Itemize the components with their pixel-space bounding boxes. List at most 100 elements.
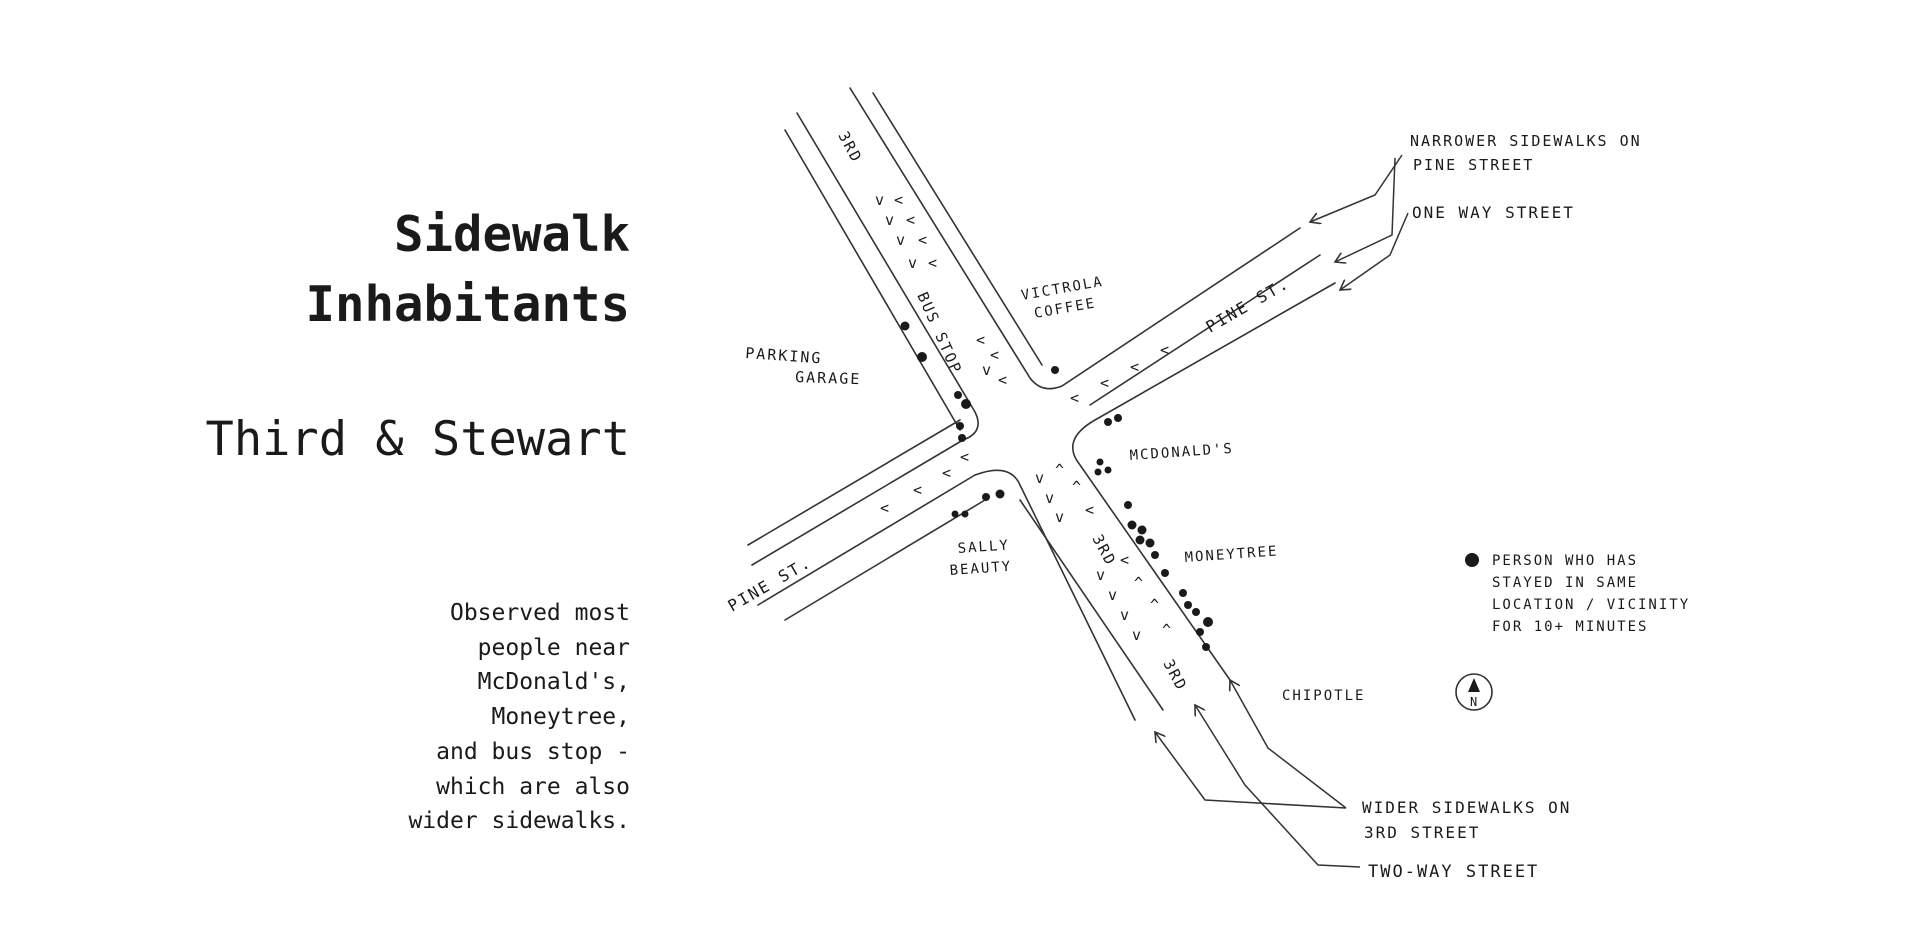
svg-text:<: < [880, 499, 891, 517]
person-dot [951, 510, 959, 518]
parking-garage-label-line: PARKING [745, 344, 823, 367]
third-street-callout: WIDER SIDEWALKS ON 3RD STREET TWO-WAY ST… [1155, 680, 1571, 882]
svg-text:^: ^ [1134, 574, 1145, 592]
description-line: which are also [436, 773, 630, 800]
svg-text:<: < [1100, 374, 1111, 392]
person-dot [1161, 569, 1169, 577]
wider-sidewalks-note-line: 3RD STREET [1364, 823, 1480, 842]
person-dot [961, 510, 969, 518]
victrola-coffee-label: VICTROLA COFFEE [1020, 274, 1105, 322]
svg-text:v: v [1120, 606, 1131, 624]
svg-text:^: ^ [1150, 596, 1161, 614]
person-dot [956, 422, 964, 430]
svg-text:v: v [1096, 566, 1107, 584]
page-title-line-2: Inhabitants [305, 276, 630, 333]
legend-label: PERSON WHO HAS STAYED IN SAME LOCATION /… [1492, 553, 1701, 635]
narrower-sidewalks-note: NARROWER SIDEWALKS ON PINE STREET [1410, 132, 1653, 174]
third-st-ne-outer-curb [872, 92, 1043, 366]
person-dot [1137, 525, 1147, 535]
parking-garage-label: PARKING GARAGE [745, 344, 862, 388]
pine-st-sw-lower-curb [757, 469, 1136, 721]
svg-text:^: ^ [1055, 461, 1066, 479]
person-dot [1124, 501, 1132, 509]
person-dot [1135, 535, 1145, 545]
svg-text:<: < [918, 231, 929, 249]
description-line: and bus stop - [436, 738, 630, 765]
sally-beauty-label: SALLY BEAUTY [949, 537, 1013, 579]
wider-sidewalks-arrow-left [1155, 732, 1347, 809]
svg-text:<: < [960, 448, 971, 466]
page-title: Sidewalk Inhabitants [70, 200, 630, 340]
third-st-label-north: 3RD [834, 128, 865, 166]
person-dot [1104, 466, 1112, 474]
person-dot [1104, 418, 1112, 426]
svg-text:<: < [913, 481, 924, 499]
svg-text:v: v [1108, 586, 1119, 604]
mcdonalds-label: MCDONALD'S [1129, 441, 1234, 464]
third-st-ne-inner-curb [849, 87, 1301, 390]
svg-text:<: < [1130, 358, 1141, 376]
lane-chevrons: v< v< v< v< << v< << << << << v^ v^ v< v… [875, 191, 1171, 644]
north-arrow-label: N [1470, 695, 1479, 709]
person-dot [1051, 366, 1059, 374]
pine-street-callout: NARROWER SIDEWALKS ON PINE STREET ONE WA… [1310, 132, 1653, 290]
description-line: Moneytree, [491, 704, 630, 731]
page-subtitle: Third & Stewart [205, 412, 630, 467]
svg-text:v: v [1045, 489, 1056, 507]
description-line: Observed most [449, 600, 630, 626]
sally-beauty-label-line: BEAUTY [949, 559, 1013, 579]
third-st-se-curb [1019, 499, 1164, 711]
svg-text:v: v [908, 254, 919, 272]
svg-text:<: < [1120, 551, 1131, 569]
person-dot [1114, 414, 1122, 422]
observed-people [900, 321, 1213, 651]
chipotle-label: CHIPOTLE [1282, 688, 1365, 704]
intersection-map: v< v< v< v< << v< << << << << v^ v^ v< v… [700, 60, 1800, 920]
person-dot [917, 352, 927, 362]
person-dot [1192, 608, 1200, 616]
pine-st-sw-outer-curb [784, 499, 986, 621]
person-dot [995, 489, 1005, 499]
person-dot [982, 493, 990, 501]
svg-text:<: < [1160, 341, 1171, 359]
description-line: wider sidewalks. [408, 808, 630, 835]
person-dot [900, 321, 910, 331]
pine-st-ne-lower-curb [1071, 282, 1336, 681]
svg-text:<: < [1070, 389, 1081, 407]
person-dot [1151, 551, 1159, 559]
svg-text:v: v [885, 211, 896, 229]
legend-label-line: PERSON WHO HAS [1492, 553, 1638, 569]
person-dot [1096, 458, 1104, 466]
svg-text:^: ^ [1072, 478, 1083, 496]
svg-text:v: v [1132, 626, 1143, 644]
narrower-sidewalks-note-line: NARROWER SIDEWALKS ON [1410, 132, 1642, 150]
svg-text:v: v [1055, 508, 1066, 526]
svg-text:v: v [875, 191, 886, 209]
person-dot [958, 434, 966, 442]
two-way-arrow [1195, 705, 1361, 868]
narrower-sidewalks-arrow [1310, 154, 1403, 222]
third-st-nw-outer-curb [784, 129, 961, 431]
one-way-arrow-lower [1340, 212, 1409, 290]
svg-text:<: < [894, 191, 905, 209]
person-dot [1184, 601, 1192, 609]
svg-text:<: < [942, 464, 953, 482]
svg-text:<: < [906, 211, 917, 229]
narrower-sidewalks-note-line: PINE STREET [1413, 156, 1534, 174]
description-line: McDonald's, [477, 669, 630, 696]
pine-st-ne-middle-curb [1089, 254, 1321, 406]
wider-sidewalks-note-line: WIDER SIDEWALKS ON [1362, 798, 1571, 817]
person-dot [1145, 538, 1155, 548]
pine-st-label-west: PINE ST. [725, 552, 815, 615]
one-way-street-note: ONE WAY STREET [1412, 203, 1575, 222]
intersection-map-svg: v< v< v< v< << v< << << << << v^ v^ v< v… [725, 87, 1701, 882]
legend-label-line: LOCATION / VICINITY [1492, 597, 1690, 613]
map-legend: PERSON WHO HAS STAYED IN SAME LOCATION /… [1465, 553, 1701, 635]
svg-text:v: v [982, 361, 993, 379]
third-st-label-center: 3RD [1088, 531, 1119, 569]
person-dot [961, 399, 971, 409]
svg-text:<: < [1085, 501, 1096, 519]
person-dot [1094, 468, 1102, 476]
legend-person-dot [1465, 553, 1479, 567]
svg-text:<: < [928, 254, 939, 272]
